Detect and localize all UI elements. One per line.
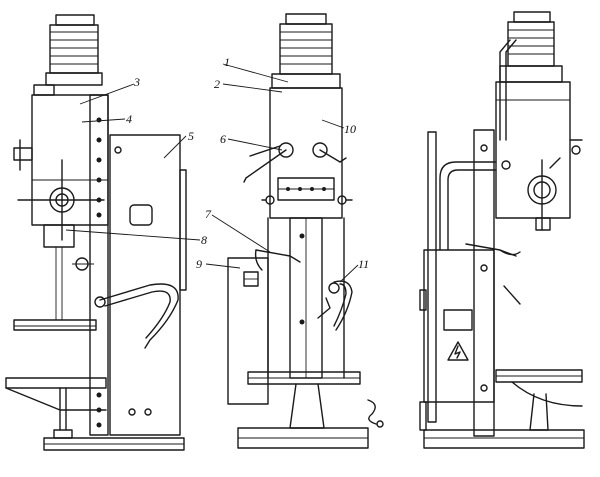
side-view [5,14,187,451]
side-view-column [89,94,109,436]
rear-view-head [495,81,583,231]
callout-8: 8 [201,233,207,247]
rear-view [419,11,585,449]
side-view-feed-handle [94,283,179,349]
front-view-motor [271,13,341,89]
callout-5: 5 [188,129,194,143]
front-view-column [267,217,345,379]
callout-10: 10 [344,122,356,136]
callout-3: 3 [133,75,140,89]
front-view-feed-handle [317,280,353,331]
front-view-lever [254,249,301,271]
high-voltage-warning-icon [447,341,469,361]
front-view-spindle-head [243,87,353,219]
callout-1: 1 [224,55,230,69]
rear-view-cabinet [419,249,495,403]
callout-4: 4 [126,112,132,126]
rear-view-table-base [419,369,585,449]
side-view-cabinet [109,134,187,436]
front-view [227,13,384,449]
rear-view-lever [465,243,521,305]
side-view-motor [33,14,103,96]
front-view-electrical-box [227,257,269,405]
front-view-table-base [237,371,384,449]
callout-9: 9 [196,257,202,271]
callout-2: 2 [214,77,220,91]
callout-labels: 1 2 3 4 5 6 7 8 9 10 11 [126,55,369,271]
side-view-base [43,437,185,451]
callout-11: 11 [358,257,369,271]
rear-view-motor [499,11,563,141]
side-view-spindle-head [13,94,109,320]
callout-7: 7 [205,207,212,221]
side-view-table [5,319,107,439]
leader-lines [65,63,359,283]
callout-6: 6 [220,132,226,146]
